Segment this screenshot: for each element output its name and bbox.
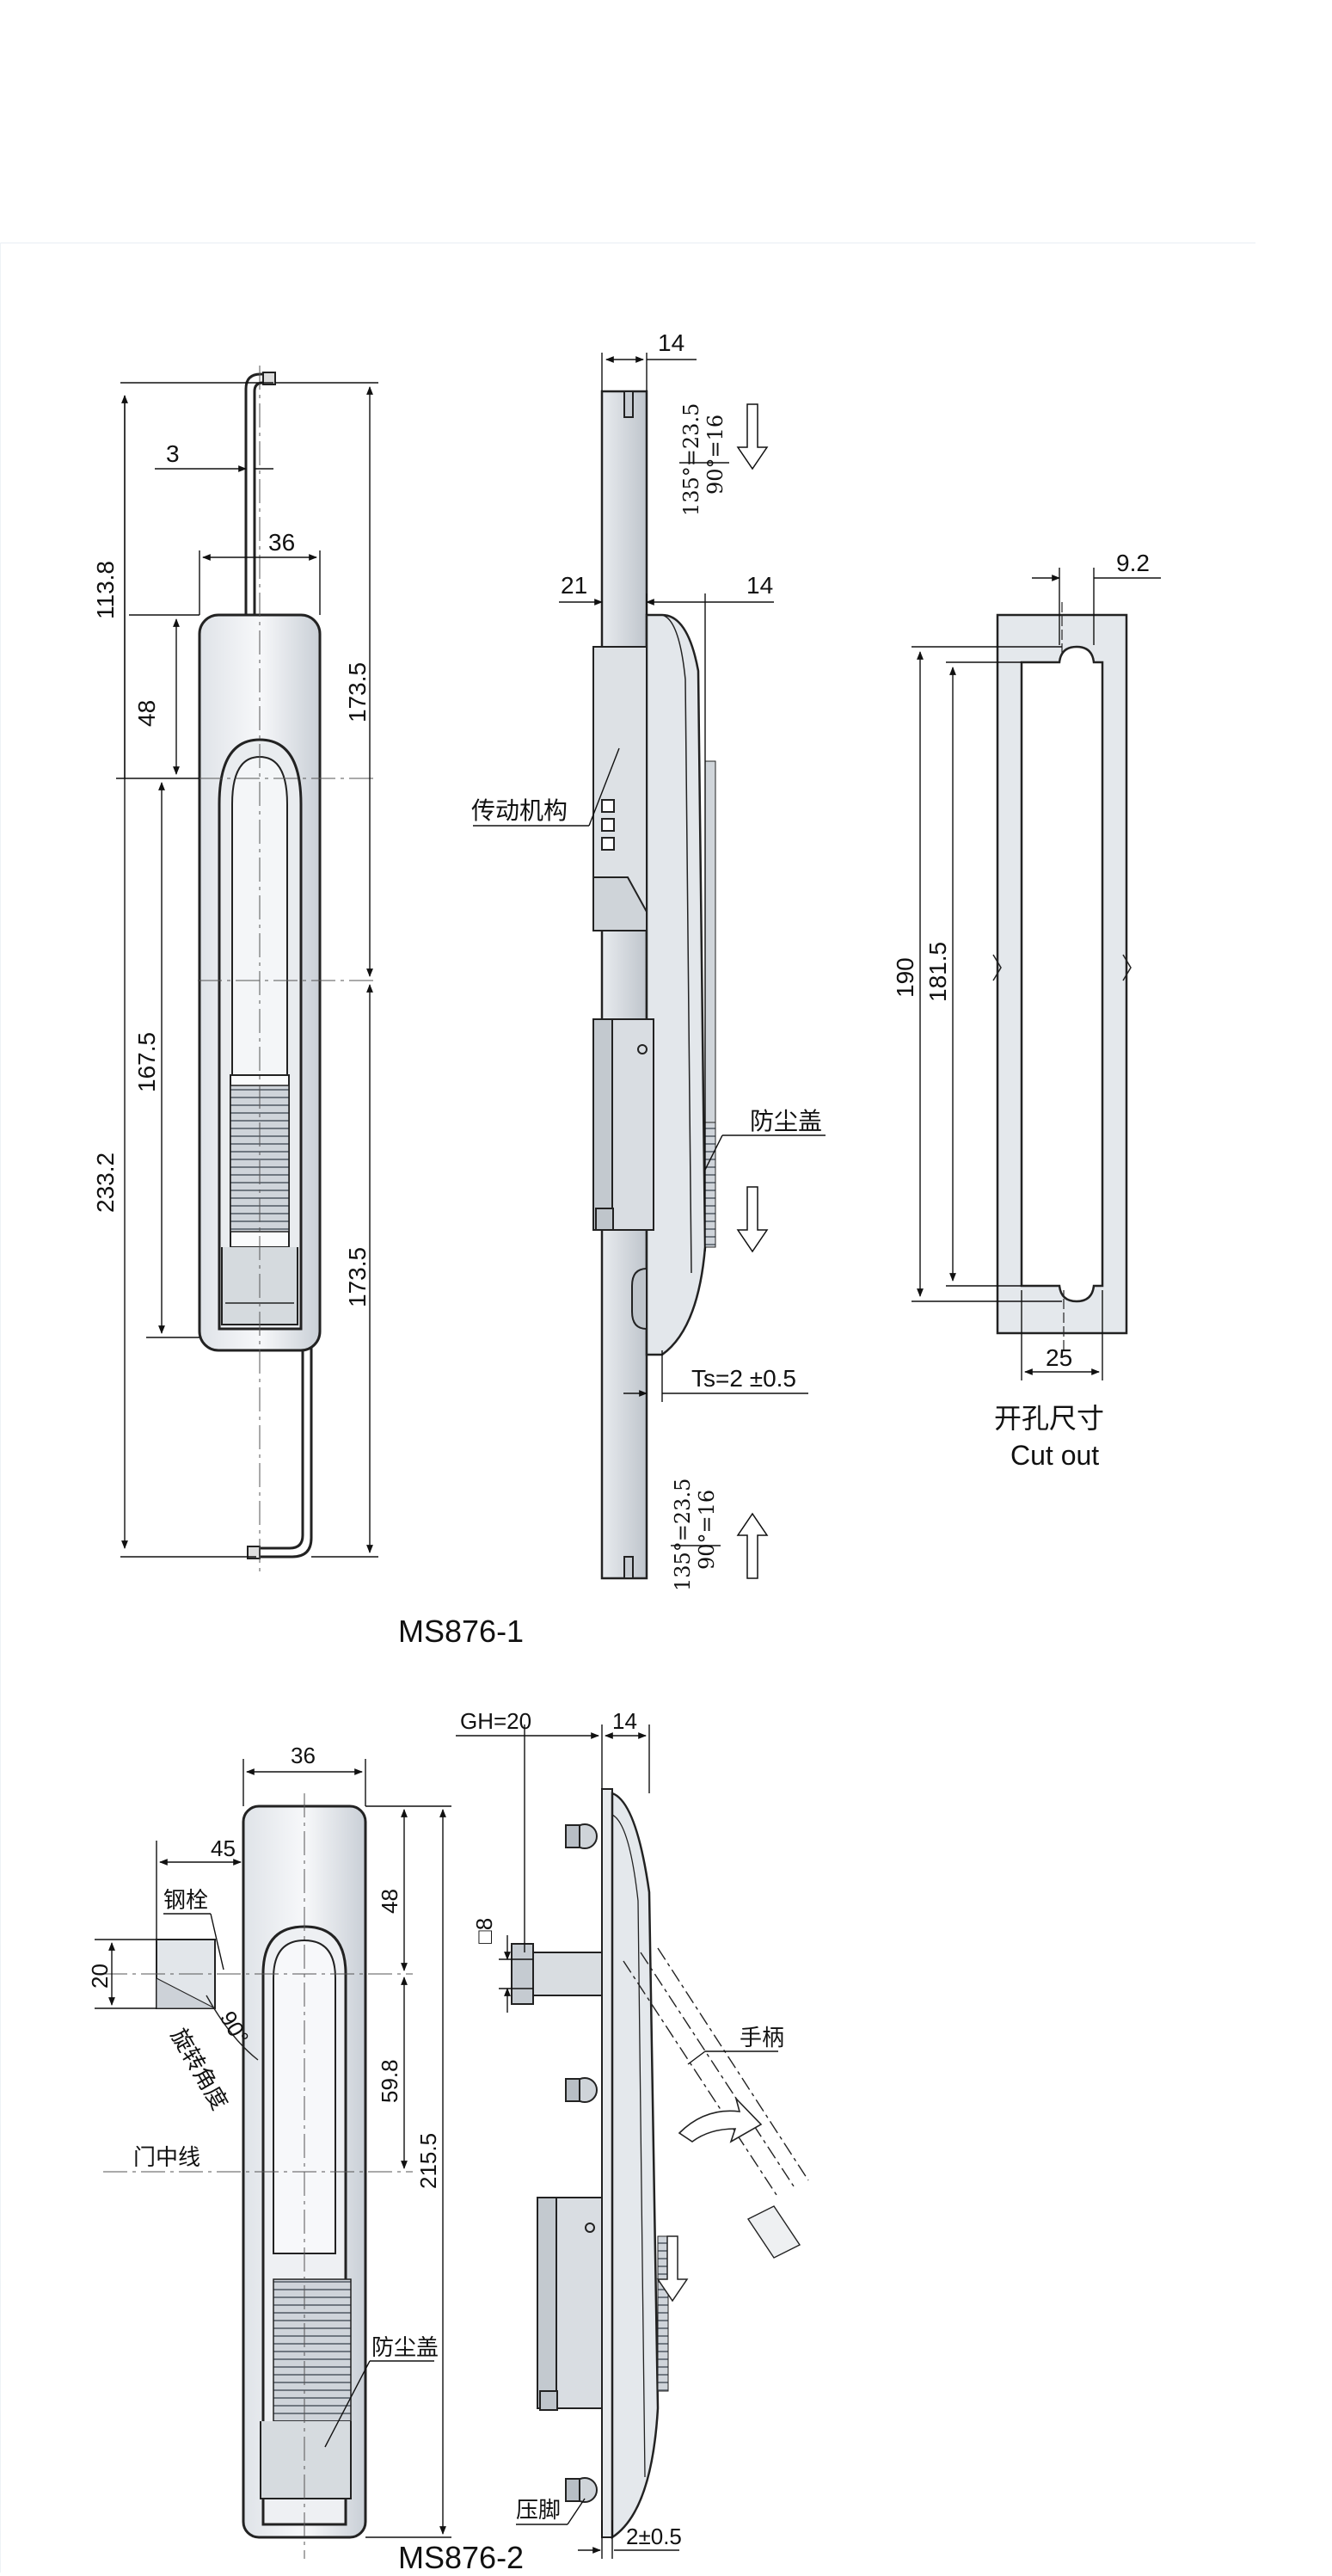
view3-dim-20: 20 — [87, 1964, 113, 1989]
view3-front — [103, 1793, 413, 2559]
view2-ts: Ts=2 ±0.5 — [691, 1365, 796, 1392]
view3-dimensions — [95, 1759, 451, 2538]
view1-dim-173-5-bot: 173.5 — [344, 1247, 371, 1307]
view2-label-dust-cover: 防尘盖 — [750, 1107, 822, 1135]
view2-arrow-down-mid — [736, 1186, 769, 1253]
view2-dim-14-top: 14 — [658, 329, 684, 356]
view4-cylinder — [524, 1952, 603, 1996]
view4-dim-gh20: GH=20 — [460, 1708, 531, 1734]
view4-dimensions — [456, 1725, 778, 2559]
view4-dim-sq8: □8 — [471, 1918, 497, 1944]
view2-arrow-down-top — [736, 403, 769, 470]
view3-dim-48: 48 — [377, 1889, 402, 1914]
view2-dim-14-mid: 14 — [746, 572, 773, 599]
cutout-dim-25: 25 — [1046, 1344, 1072, 1371]
cutout-title-en: Cut out — [1010, 1440, 1099, 1471]
view4-text: GH=20 14 □8 手柄 压脚 2±0.5 — [460, 1708, 784, 2549]
view2-side — [592, 390, 716, 1580]
view2-dim-21: 21 — [561, 572, 587, 599]
view2-dimensions — [473, 353, 826, 1579]
view2-arrow-up-bottom — [736, 1512, 769, 1579]
part-number-ms876-1: MS876-1 — [398, 1614, 525, 1649]
view4-arrow-down — [656, 2235, 689, 2302]
view2-angle-135-bot: 135°=23.5 — [671, 1479, 695, 1591]
cutout-text: 9.2 190 181.5 25 开孔尺寸 Cut out — [892, 550, 1150, 1471]
view4-rotation-arrow — [678, 2096, 763, 2143]
view4-label-press-foot: 压脚 — [516, 2498, 561, 2524]
view2-angle-90-bot: 90°=16 — [695, 1490, 719, 1570]
cutout-title-cn: 开孔尺寸 — [994, 1402, 1104, 1435]
view1-dim-text: 3 36 113.8 48 173.5 167.5 233.2 173.5 — [92, 440, 371, 1307]
view3-grill — [273, 2278, 352, 2422]
view3-dim-45: 45 — [211, 1835, 236, 1861]
view4-side — [511, 1788, 809, 2540]
cutout-dimensions — [912, 568, 1161, 1380]
view1-dimensions — [116, 382, 378, 1558]
view1-front — [198, 366, 378, 1574]
view3-label-door-center: 门中线 — [133, 2145, 200, 2171]
view3-label-rotation: 旋转角度 — [165, 2025, 232, 2115]
frame-left-rule — [0, 243, 1, 2573]
view3-dim-59-8: 59.8 — [377, 2059, 402, 2103]
view3-label-dust-cover: 防尘盖 — [371, 2335, 439, 2361]
view3-dim-215-5: 215.5 — [415, 2133, 441, 2189]
view2-label-mechanism: 传动机构 — [471, 796, 568, 825]
view1-dim-233-2: 233.2 — [92, 1153, 119, 1213]
view1-top-rod — [253, 381, 273, 615]
view2-text: 14 21 14 135°=23.5 90°=16 135°=23.5 90°=… — [471, 329, 822, 1591]
cutout-dim-190: 190 — [892, 957, 918, 998]
cutout-dim-9-2: 9.2 — [1116, 550, 1150, 576]
view2-rod-bar — [600, 390, 648, 1580]
cutout-hole — [1020, 645, 1104, 1303]
view2-angle-135-top: 135°=23.5 — [679, 403, 703, 516]
view3-dim-36: 36 — [291, 1743, 316, 1768]
view2-angle-90-top: 90°=16 — [703, 415, 727, 495]
view1-dim-48: 48 — [133, 700, 160, 727]
view1-bottom-rod — [256, 1316, 304, 1550]
view3-label-bolt: 钢栓 — [163, 1888, 208, 1914]
cutout-drawing — [992, 602, 1132, 1350]
view4-dim-14: 14 — [612, 1708, 637, 1734]
view4-label-handle: 手柄 — [740, 2026, 784, 2051]
view2-handle-profile — [645, 613, 707, 1356]
view1-dim-173-5-top: 173.5 — [344, 662, 371, 722]
view1-dim-36: 36 — [268, 529, 295, 556]
view4-handle-profile — [611, 1792, 660, 2540]
cutout-dim-181-5: 181.5 — [924, 942, 951, 1002]
view4-dim-thickness: 2±0.5 — [626, 2524, 682, 2549]
view1-dim-3: 3 — [166, 440, 180, 467]
view1-dim-167-5: 167.5 — [133, 1032, 160, 1092]
view1-dim-113-8: 113.8 — [92, 561, 119, 619]
view4-door-panel — [601, 1788, 613, 2538]
part-number-ms876-2: MS876-2 — [398, 2540, 525, 2575]
